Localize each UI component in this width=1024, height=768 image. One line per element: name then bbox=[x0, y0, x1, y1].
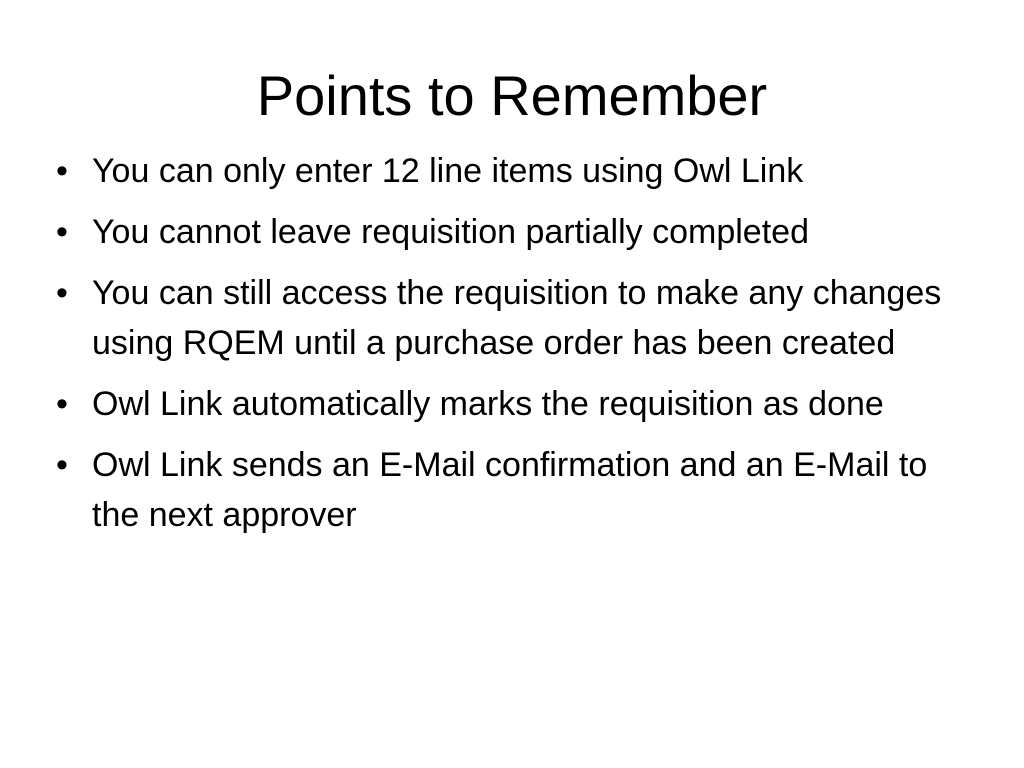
bullet-item: • Owl Link sends an E-Mail confirmation … bbox=[52, 440, 952, 540]
bullet-icon: • bbox=[56, 152, 68, 190]
bullet-text: Owl Link sends an E-Mail confirmation an… bbox=[92, 446, 928, 534]
bullet-text: Owl Link automatically marks the requisi… bbox=[92, 385, 884, 423]
bullet-text: You can still access the requisition to … bbox=[92, 274, 942, 362]
bullet-icon: • bbox=[56, 446, 68, 484]
bullet-icon: • bbox=[56, 213, 68, 251]
bullet-icon: • bbox=[56, 274, 68, 312]
bullet-text: You can only enter 12 line items using O… bbox=[92, 152, 804, 190]
bullet-item: • You can still access the requisition t… bbox=[52, 268, 952, 368]
bullet-text: You cannot leave requisition partially c… bbox=[92, 213, 809, 251]
bullet-list: • You can only enter 12 line items using… bbox=[52, 146, 952, 551]
bullet-item: • You cannot leave requisition partially… bbox=[52, 207, 952, 257]
bullet-item: • You can only enter 12 line items using… bbox=[52, 146, 952, 196]
slide-title: Points to Remember bbox=[256, 64, 768, 127]
bullet-icon: • bbox=[56, 385, 68, 423]
bullet-item: • Owl Link automatically marks the requi… bbox=[52, 379, 952, 429]
